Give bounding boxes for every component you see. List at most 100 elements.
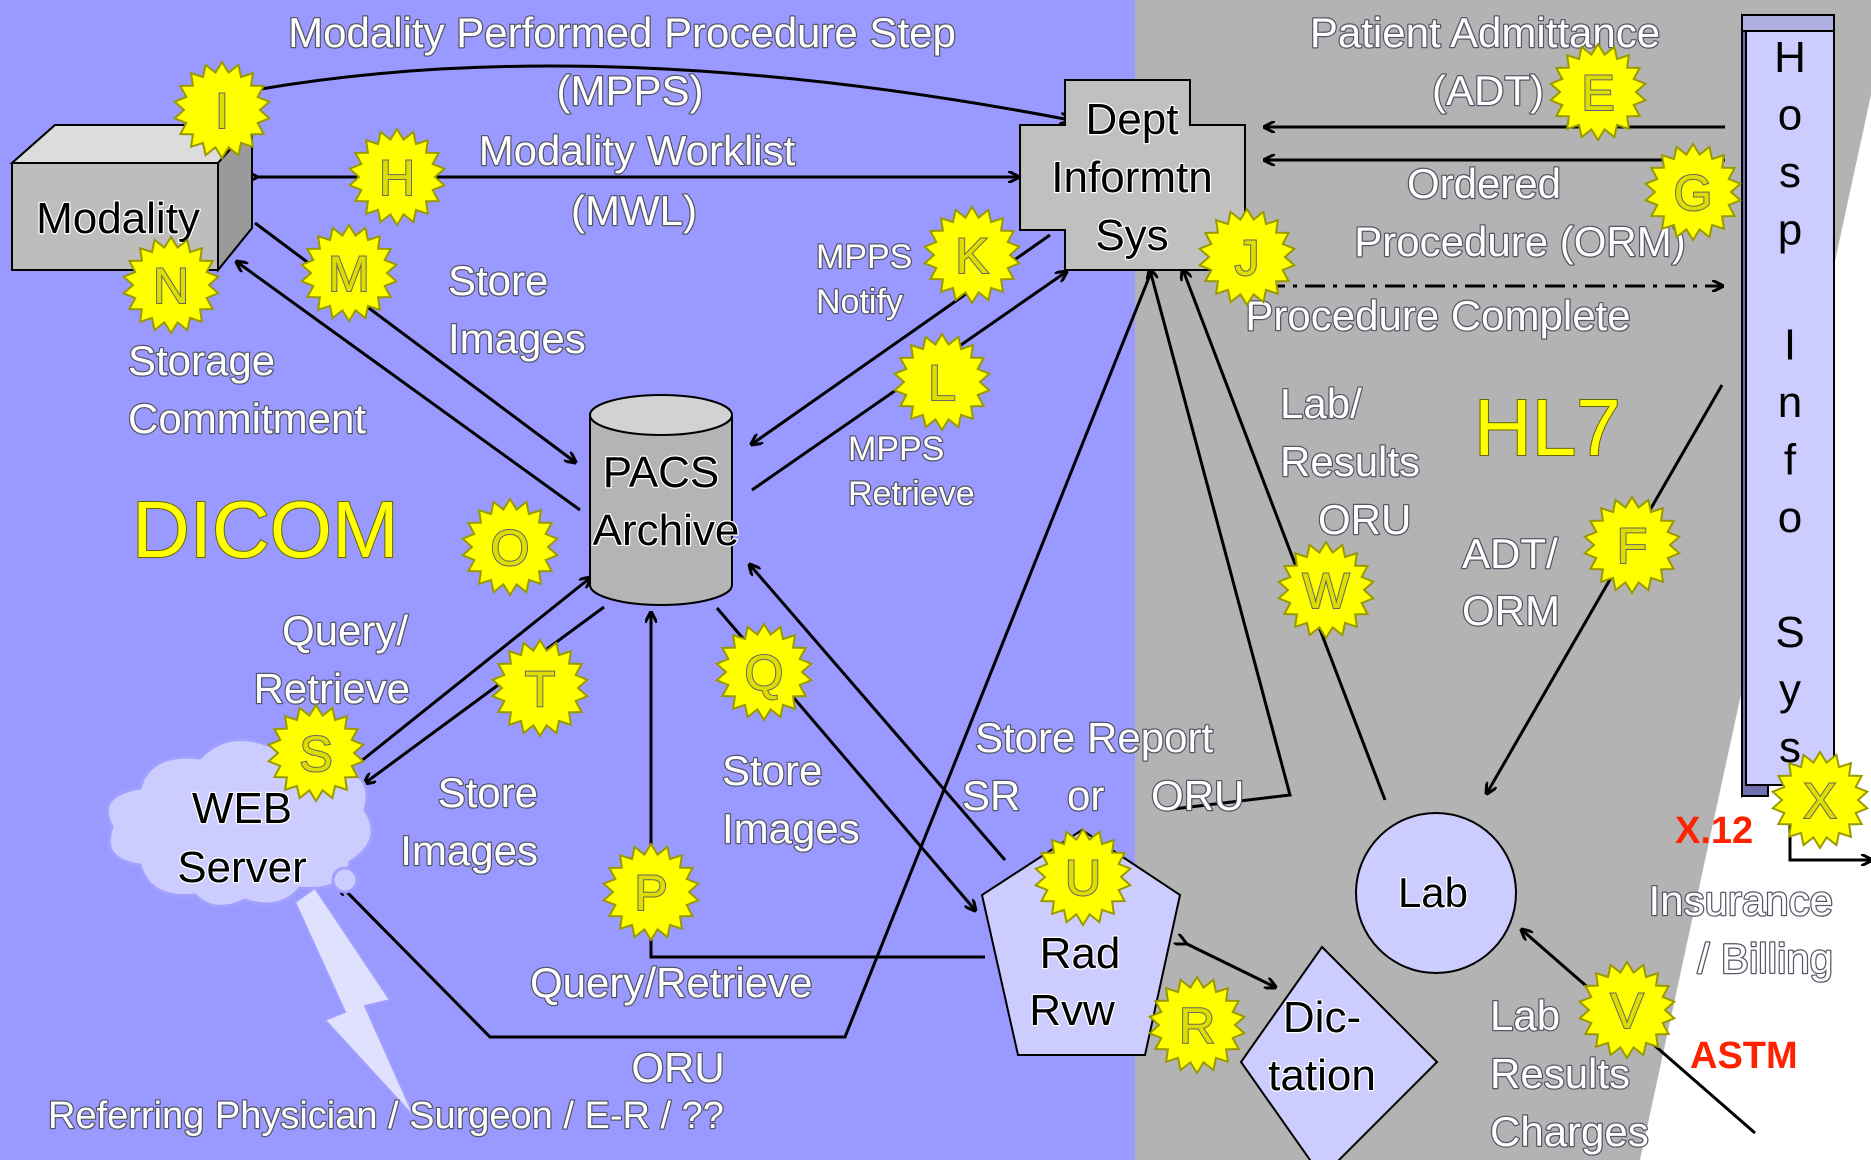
step-marker-s: S: [266, 703, 366, 803]
hosp-letter: s: [1779, 148, 1801, 197]
lightning-bolt-icon: [293, 886, 416, 1119]
lab-results-label-line3: ORU: [1318, 496, 1411, 543]
step-marker-x: X: [1770, 750, 1870, 850]
web-server-node: WEB Server: [106, 738, 416, 1119]
hosp-letter: f: [1784, 436, 1797, 485]
step-marker-g: G: [1643, 142, 1743, 242]
lab-charges-label-line2: Results: [1490, 1050, 1630, 1097]
starburst-icon: [1643, 142, 1743, 242]
starburst-icon: [121, 235, 221, 335]
step-marker-l: L: [892, 332, 992, 432]
insurance-label-line1: Insurance: [1649, 877, 1833, 924]
step-marker-p: P: [601, 842, 701, 942]
query-retrieve-label-line2: Retrieve: [254, 665, 410, 712]
step-marker-n: N: [121, 235, 221, 335]
mpps-label-line1: Modality Performed Procedure Step: [288, 9, 956, 56]
store-images-to-pacs-arrow: [750, 565, 1007, 861]
mwl-label-line2: (MWL): [571, 187, 697, 234]
step-marker-letter: E: [1581, 65, 1614, 121]
step-marker-m: M: [299, 223, 399, 323]
hosp-letter: y: [1779, 666, 1801, 715]
step-marker-letter: L: [928, 355, 956, 411]
dicom-title: DICOM: [132, 485, 399, 574]
starburst-icon: [490, 638, 590, 738]
mpps-label-line2: (MPPS): [557, 67, 704, 114]
hosp-letter: o: [1778, 493, 1802, 542]
store-report-label-line1: Store Report: [975, 714, 1213, 761]
store-images-label-line2: Images: [448, 315, 586, 362]
adt-label-line1: Patient Admittance: [1310, 9, 1660, 56]
mpps-retrieve-label-line1: MPPS: [848, 430, 944, 468]
step-marker-letter: V: [1610, 983, 1644, 1039]
step-marker-letter: T: [525, 661, 556, 717]
insurance-label-line2: / Billing: [1698, 935, 1833, 982]
starburst-icon: [1276, 540, 1376, 640]
step-marker-letter: W: [1302, 563, 1350, 619]
store-report-label-line2: SR or ORU: [962, 772, 1244, 819]
starburst-icon: [714, 622, 814, 722]
store-images-label-line1: Store: [448, 257, 548, 304]
dic-label: Dic-: [1283, 993, 1361, 1042]
mwl-label-line1: Modality Worklist: [479, 127, 796, 174]
step-marker-letter: Q: [745, 645, 784, 701]
dept-information-system-node: Dept Informtn Sys: [1019, 79, 1246, 271]
message-labels: Modality Performed Procedure Step (MPPS)…: [47, 8, 1835, 1157]
hl7-title: HL7: [1474, 383, 1621, 472]
step-marker-o: O: [460, 497, 560, 597]
store-images-web-arrow: [365, 605, 605, 783]
hosp-letter: S: [1775, 608, 1804, 657]
starburst-icon: [1577, 960, 1677, 1060]
step-marker-i: I: [172, 60, 272, 160]
starburst-icon: [1197, 207, 1297, 307]
step-marker-letter: J: [1235, 230, 1260, 286]
informtn-label: Informtn: [1051, 153, 1212, 202]
web-label: WEB: [192, 784, 292, 833]
rad-label: Rad: [1040, 929, 1121, 978]
query-retrieve-bottom-label: Query/Retrieve: [530, 959, 812, 1006]
query-retrieve-rad-arrow: [651, 613, 985, 959]
hosp-letter: I: [1784, 321, 1796, 370]
hosp-letter: s: [1779, 723, 1801, 772]
adt-orm-arrow: [1487, 384, 1724, 793]
step-marker-letter: H: [379, 150, 415, 206]
step-marker-r: R: [1147, 975, 1247, 1075]
step-marker-letter: S: [299, 726, 332, 782]
store-report-arrow: [1150, 270, 1292, 812]
dictation-arrow: [1185, 943, 1275, 987]
step-marker-letter: X: [1803, 773, 1836, 829]
hosp-letter: p: [1778, 206, 1802, 255]
step-marker-j: J: [1197, 207, 1297, 307]
adt-orm-label-line1: ADT/: [1462, 530, 1558, 577]
store-images-web-label-line2: Images: [400, 827, 538, 874]
pacs-label: PACS: [603, 448, 720, 497]
step-marker-letter: G: [1674, 165, 1713, 221]
sys-label: Sys: [1095, 211, 1168, 260]
step-marker-q: Q: [714, 622, 814, 722]
mpps-arrow: [254, 64, 1070, 120]
step-marker-letter: N: [153, 258, 189, 314]
step-marker-w: W: [1276, 540, 1376, 640]
storage-commitment-label-line1: Storage: [128, 337, 275, 384]
pacs-archive-node: PACS Archive: [589, 394, 741, 606]
step-marker-f: F: [1582, 495, 1682, 595]
starburst-icon: [922, 205, 1022, 305]
step-marker-letter: K: [955, 228, 988, 284]
step-marker-letter: P: [634, 865, 667, 921]
store-images-rad-label-line2: Images: [722, 805, 860, 852]
orm-label-line2: Procedure (ORM): [1354, 218, 1685, 265]
starburst-icon: [1582, 495, 1682, 595]
server-label: Server: [177, 843, 307, 892]
starburst-icon: [299, 223, 399, 323]
starburst-icon: [460, 497, 560, 597]
archive-label: Archive: [593, 506, 740, 555]
referring-physician-label: Referring Physician / Surgeon / E-R / ??: [48, 1095, 724, 1137]
dept-label: Dept: [1086, 95, 1179, 144]
lab-results-arrow: [1183, 270, 1387, 801]
lab-charges-label-line1: Lab: [1490, 992, 1560, 1039]
hosp-letter: o: [1778, 91, 1802, 140]
dictation-node: Dic- tation: [1239, 945, 1439, 1160]
astm-label: ASTM: [1690, 1035, 1798, 1077]
starburst-icon: [1033, 827, 1133, 927]
